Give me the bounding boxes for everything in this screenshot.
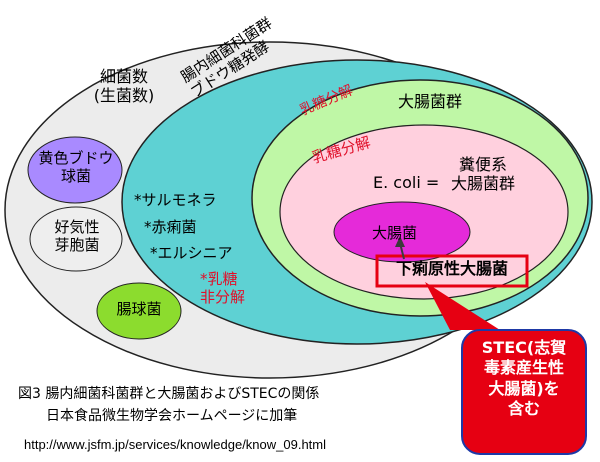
- enterococcus-ellipse: [96, 282, 182, 340]
- fecal-coliform-label: 糞便系 大腸菌群: [450, 155, 515, 193]
- aerobic-spore-ellipse: [29, 206, 123, 272]
- e-coli-label: 大腸菌: [372, 224, 418, 242]
- enterococcus-label: 腸球菌: [116, 300, 162, 318]
- callout-text: STEC(志賀 毒素産生性 大腸菌)を 含む: [481, 338, 567, 418]
- e-coli-formula-label: E. coli =: [373, 173, 440, 192]
- pathogenic-box-frame: [375, 254, 529, 288]
- yellow-staph-ellipse: [27, 136, 123, 204]
- arrow-head: [395, 236, 405, 247]
- yersinia-label: *エルシニア: [150, 244, 233, 262]
- figure-source: 日本食品微生物学会ホームページに加筆: [46, 408, 298, 424]
- yellow-staph-label: 黄色ブドウ 球菌: [38, 149, 114, 185]
- callout-tail: [425, 282, 500, 330]
- pathogenic-e-coli-label: 下痢原性大腸菌: [395, 259, 508, 278]
- callout-bubble: [461, 329, 587, 455]
- lactose-non-fermenting-label: *乳糖 非分解: [200, 270, 246, 306]
- source-url: http://www.jsfm.jp/services/knowledge/kn…: [24, 437, 327, 452]
- figure-caption: 図3 腸内細菌科菌群と大腸菌およびSTECの関係: [18, 386, 320, 402]
- salmonella-label: *サルモネラ: [134, 191, 217, 209]
- bacteria-count-label: 細菌数 (生菌数): [93, 67, 155, 105]
- e-coli-ellipse: [333, 201, 471, 263]
- coliform-group-label: 大腸菌群: [398, 92, 463, 111]
- shigella-label: *赤痢菌: [144, 218, 197, 236]
- aerobic-spore-label: 好気性 芽胞菌: [54, 218, 100, 254]
